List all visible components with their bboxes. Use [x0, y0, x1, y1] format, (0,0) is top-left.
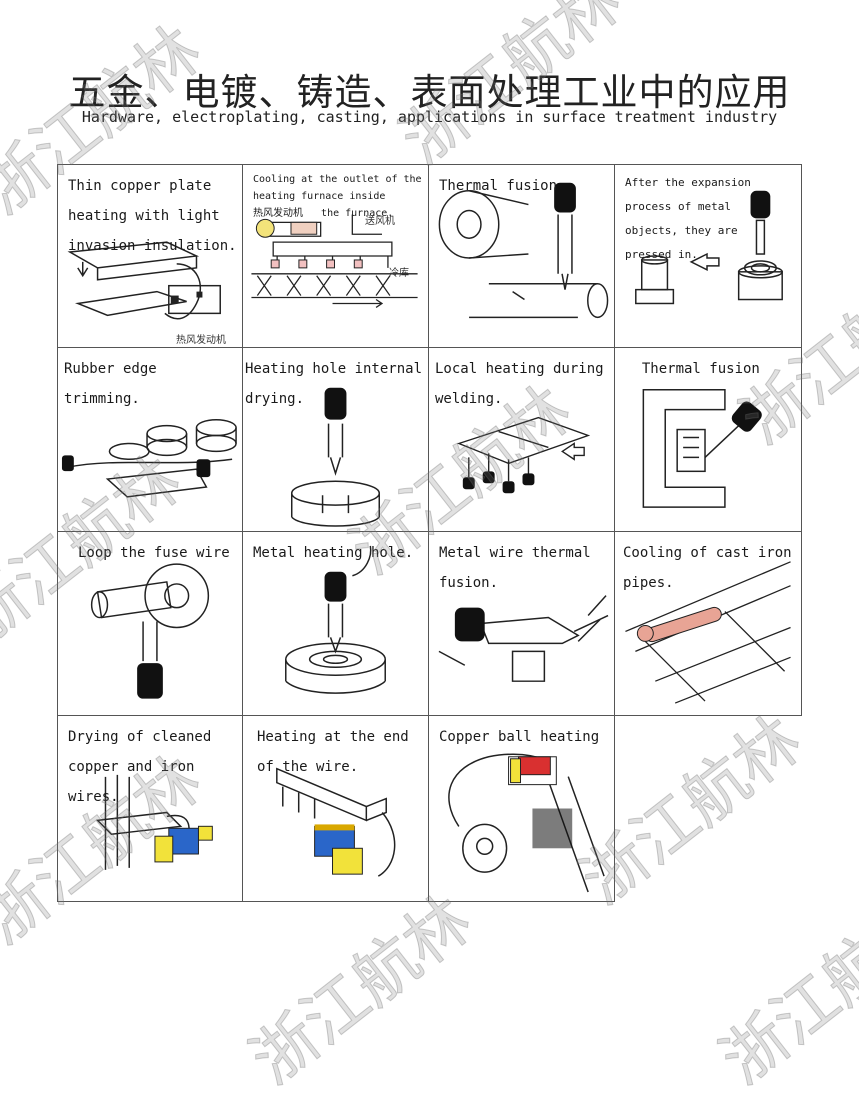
caption: Thin copper plate heating with light inv… — [68, 178, 237, 254]
illustration-rubber-edge — [61, 418, 237, 498]
cell-rubber-edge: Rubber edge trimming. — [57, 348, 243, 532]
caption: Loop the fuse wire — [78, 545, 230, 561]
caption: Cooling of cast iron pipes. — [623, 545, 792, 591]
illustration-expansion — [635, 190, 783, 305]
caption: Metal heating hole. — [253, 545, 414, 561]
illustration-fuse-wire — [90, 563, 210, 699]
illustration-cast-iron — [625, 561, 791, 704]
cell-hole-drying: Heating hole internal drying. — [243, 348, 429, 532]
cell-wire-drying: Drying of cleaned copper and iron wires. — [57, 716, 243, 902]
cell-thermal-fusion-b: Thermal fusion — [615, 348, 802, 532]
caption: Rubber edge trimming. — [64, 361, 166, 407]
caption: Heating hole internal drying. — [245, 361, 423, 407]
cell-copper-ball: Copper ball heating — [429, 716, 615, 902]
note-label: 热风发动机 — [176, 335, 226, 346]
illustration-copper-ball — [448, 753, 605, 893]
illustration-wire-drying — [95, 774, 213, 870]
caption: Metal wire thermal fusion. — [439, 545, 591, 591]
application-grid: Thin copper plate heating with light inv… — [57, 164, 802, 902]
illustration-wire-fusion — [438, 595, 609, 682]
caption: Local heating during welding. — [435, 361, 604, 407]
note-label: 送风机 — [365, 216, 395, 227]
watermark-text: 浙江航林 — [708, 882, 859, 1099]
cell-wire-end: Heating at the end of the wire. — [243, 716, 429, 902]
cell-thin-copper-plate: Thin copper plate heating with light inv… — [57, 164, 243, 348]
watermark-text: 浙江航林 — [238, 882, 486, 1099]
cell-cast-iron-cooling: Cooling of cast iron pipes. — [615, 532, 802, 716]
illustration-furnace — [251, 214, 418, 308]
caption: Heating at the end of the wire. — [257, 729, 409, 775]
illustration-thermal-fusion-b — [642, 389, 762, 508]
cell-fuse-wire: Loop the fuse wire — [57, 532, 243, 716]
caption: Thermal fusion — [439, 178, 558, 194]
cell-wire-fusion: Metal wire thermal fusion. — [429, 532, 615, 716]
cell-expansion-press: After the expansion process of metal obj… — [615, 164, 802, 348]
empty-cell — [615, 716, 802, 902]
caption: After the expansion process of metal obj… — [625, 176, 751, 261]
cell-furnace-cooling: Cooling at the outlet of the heating fur… — [243, 164, 429, 348]
cell-thermal-fusion-a: Thermal fusion — [429, 164, 615, 348]
note-label: 冷库 — [389, 268, 409, 279]
illustration-thermal-fusion — [438, 182, 609, 319]
page-title-english: Hardware, electroplating, casting, appli… — [81, 108, 778, 126]
cell-welding: Local heating during welding. — [429, 348, 615, 532]
illustration-hole-drying — [290, 387, 381, 527]
illustration-metal-hole — [285, 545, 386, 694]
illustration-copper-plate — [67, 241, 221, 320]
illustration-wire-end — [276, 767, 396, 877]
caption: Drying of cleaned copper and iron wires. — [68, 729, 212, 805]
illustration-welding — [456, 416, 591, 494]
cell-metal-hole: Metal heating hole. — [243, 532, 429, 716]
caption: Cooling at the outlet of the heating fur… — [253, 174, 422, 219]
caption: Thermal fusion — [625, 361, 760, 377]
caption: Copper ball heating — [439, 729, 600, 745]
page-title-chinese: 五金、电镀、铸造、表面处理工业中的应用 — [68, 71, 791, 114]
